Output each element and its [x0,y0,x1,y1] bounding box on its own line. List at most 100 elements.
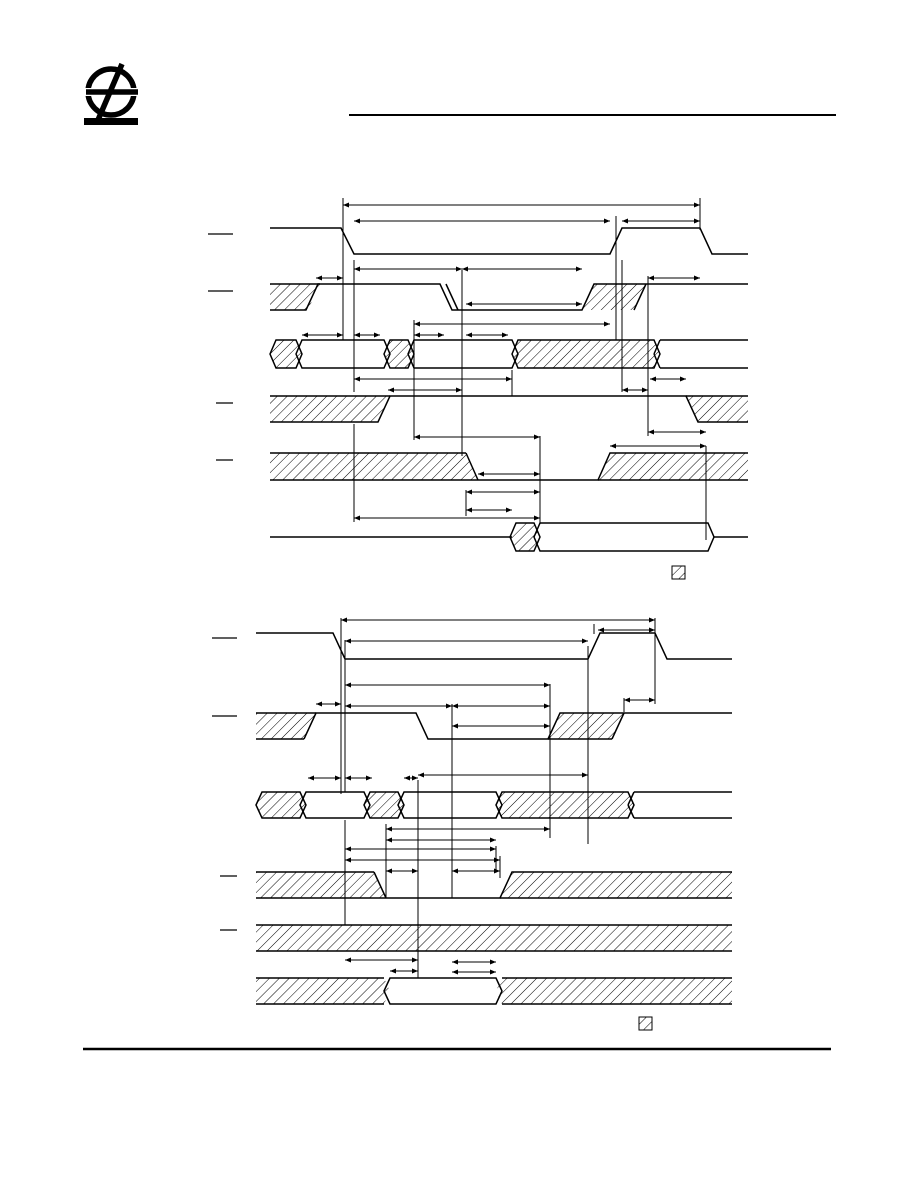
signal-4-hatched [500,872,732,898]
arrow-head [354,332,360,338]
waveform-line [611,712,625,740]
arrow-head [374,332,380,338]
arrow-head [452,959,458,965]
signal-3-bus-hatched [511,339,661,369]
arrow-head [534,434,540,440]
arrow-head [366,775,372,781]
signal-3-bus-hatched [269,339,303,369]
waveform-line [445,283,459,311]
arrow-head [456,387,462,393]
arrow-head [648,275,654,281]
arrow-head [414,321,420,327]
signal-4-hatched [256,872,386,898]
arrow-head [418,772,424,778]
signal-3-bus-hatched [255,791,307,819]
arrow-head [694,275,700,281]
arrow-head [494,857,500,863]
arrow-head [412,968,418,974]
arrow-head [544,703,550,709]
arrow-head [506,507,512,513]
waveform-line [633,283,647,311]
arrow-head [650,376,656,382]
arrow-head [478,471,484,477]
arrow-head [343,202,349,208]
arrow-head [386,868,392,874]
arrow-head [345,682,351,688]
legend-hatched-square [671,565,686,580]
signal-3-bus-valid [407,339,519,369]
arrow-head [610,443,616,449]
arrow-head [604,321,610,327]
signal-3-bus-valid [397,791,503,819]
arrow-head [648,429,654,435]
arrow-head [386,837,392,843]
arrow-head [404,775,410,781]
arrow-head [354,515,360,521]
signal-6-bus-hatched [509,522,541,552]
arrow-head [438,332,444,338]
arrow-head [452,723,458,729]
arrow-head [452,868,458,874]
company-logo [84,62,138,125]
arrow-head [302,332,308,338]
arrow-head [335,775,341,781]
arrow-head [316,275,322,281]
signal-3-bus-hatched [495,791,635,819]
arrow-head [414,434,420,440]
waveform-line [653,339,661,355]
arrow-head [337,275,343,281]
signal-5-hatched [598,453,748,480]
arrow-head [412,775,418,781]
waveform-line [627,804,635,819]
arrow-head [582,772,588,778]
arrow-head [649,627,655,633]
signal-3-bus-hatched [363,791,405,819]
arrow-head [622,387,628,393]
arrow-head [534,515,540,521]
arrow-head [452,969,458,975]
arrow-head [466,301,472,307]
arrow-head [386,826,392,832]
arrow-head [506,376,512,382]
timing-diagram-2 [212,617,732,1005]
arrow-head [494,868,500,874]
arrow-head [308,775,314,781]
arrow-head [598,627,604,633]
waveform-line [627,791,635,806]
arrow-head [345,857,351,863]
arrow-head [316,701,322,707]
arrow-head [534,471,540,477]
signal-4-hatched [270,396,390,422]
arrow-head [544,826,550,832]
arrow-head [490,846,496,852]
arrow-head [582,638,588,644]
arrow-head [680,376,686,382]
arrow-head [534,489,540,495]
signal-2-waveform [270,283,748,311]
arrow-head [456,266,462,272]
signal-4-hatched [686,396,748,422]
arrow-head [390,968,396,974]
arrow-head [490,959,496,965]
signal-1-waveform [270,227,748,255]
arrow-head [622,218,628,224]
arrow-head [642,387,648,393]
arrow-head [412,868,418,874]
timing-diagram-1 [208,198,748,552]
arrow-head [466,489,472,495]
arrow-head [335,701,341,707]
signal-1-waveform [256,632,732,660]
arrow-head [452,703,458,709]
arrow-head [345,703,351,709]
waveform-line [373,871,387,899]
legend-hatched-square [638,1016,653,1031]
arrow-head [345,638,351,644]
signal-6-bus-valid [533,522,715,552]
signal-2-hatched [548,713,624,739]
arrow-head [345,846,351,852]
signal-6-hatched [256,978,390,1004]
signal-3-bus-valid [299,791,371,819]
arrow-head [414,332,420,338]
arrow-head [354,218,360,224]
